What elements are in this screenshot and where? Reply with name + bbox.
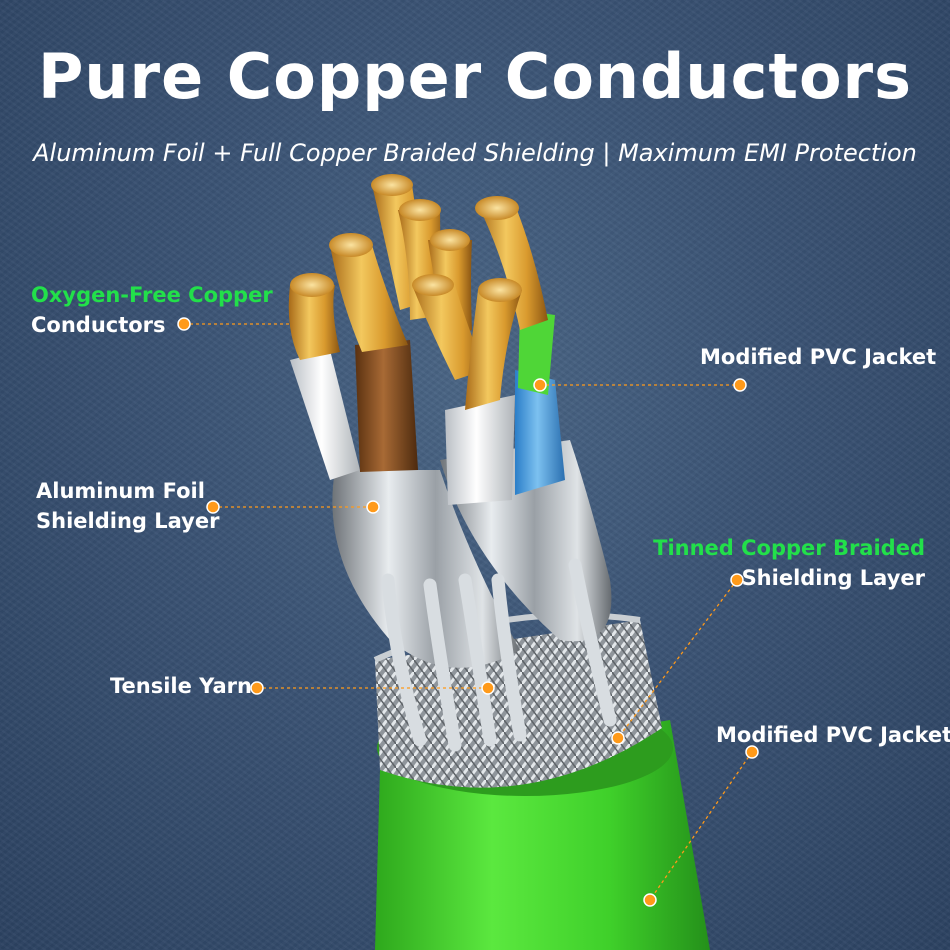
label-pvc-jacket-top-text: Modified PVC Jacket bbox=[700, 345, 937, 369]
tensile-yarn bbox=[381, 558, 617, 752]
label-aluminum-foil: Aluminum Foil Shielding Layer bbox=[36, 476, 219, 536]
label-pvc-jacket-bottom: Modified PVC Jacket bbox=[716, 720, 950, 750]
label-tensile-yarn-text: Tensile Yarn bbox=[110, 674, 252, 698]
label-aluminum-foil-line2: Shielding Layer bbox=[36, 509, 220, 533]
page-subtitle: Aluminum Foil + Full Copper Braided Shie… bbox=[33, 139, 917, 167]
leader-lines bbox=[184, 323, 753, 901]
label-oxygen-free-copper-highlight: Oxygen-Free Copper bbox=[31, 283, 273, 307]
label-tinned-copper-braid-highlight: Tinned Copper Braided bbox=[653, 536, 925, 560]
label-tinned-copper-braid-text: Shielding Layer bbox=[741, 566, 925, 590]
label-tensile-yarn: Tensile Yarn bbox=[110, 671, 252, 701]
label-pvc-jacket-top: Modified PVC Jacket bbox=[700, 342, 936, 372]
copper-conductors bbox=[288, 174, 548, 410]
label-pvc-jacket-bottom-text: Modified PVC Jacket bbox=[716, 723, 950, 747]
label-oxygen-free-copper-text: Conductors bbox=[31, 313, 166, 337]
leader-dots bbox=[177, 317, 759, 907]
page-title: Pure Copper Conductors bbox=[37, 40, 913, 113]
label-oxygen-free-copper: Oxygen-Free Copper Conductors bbox=[31, 280, 273, 340]
label-tinned-copper-braid: Tinned Copper Braided Shielding Layer bbox=[653, 533, 925, 593]
label-aluminum-foil-line1: Aluminum Foil bbox=[36, 479, 205, 503]
wire-insulation bbox=[290, 310, 565, 505]
